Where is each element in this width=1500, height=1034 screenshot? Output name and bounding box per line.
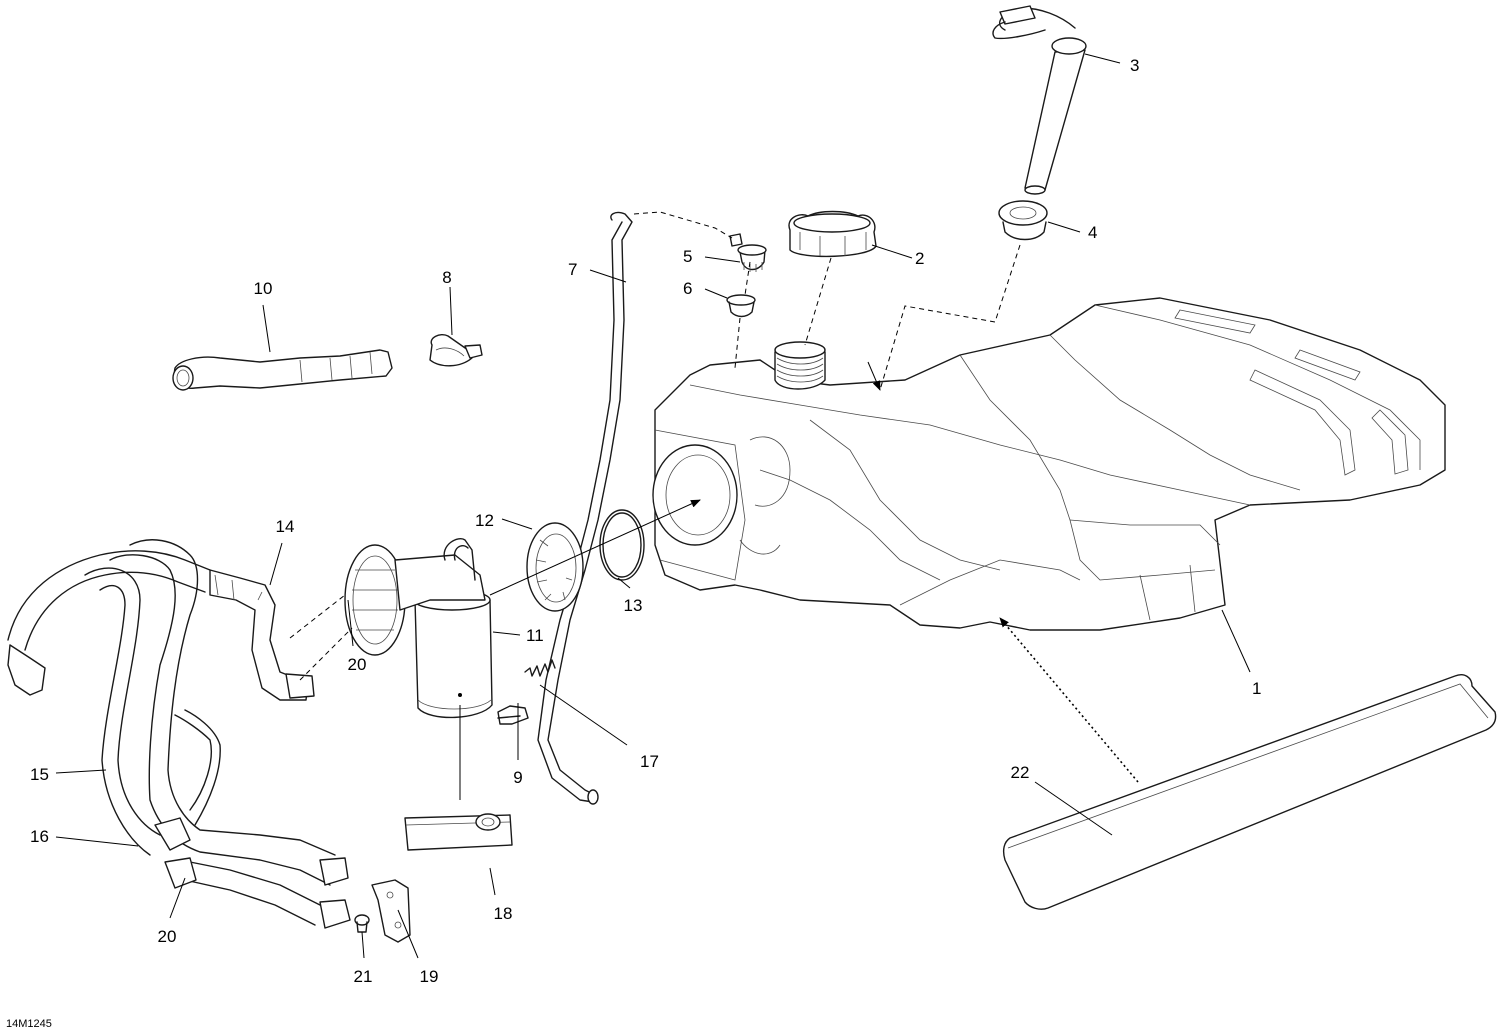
callout-20-pump: 20 — [348, 655, 367, 674]
callout-9: 9 — [513, 768, 522, 787]
callout-6: 6 — [683, 279, 692, 298]
callout-15: 15 — [30, 765, 49, 784]
fuel-return-hose — [84, 567, 351, 929]
fuel-level-sender — [992, 5, 1087, 195]
callout-labels: 1 2 3 4 5 6 7 8 9 10 11 12 13 14 15 16 1… — [30, 56, 1261, 986]
callout-1: 1 — [1252, 679, 1261, 698]
pre-filter — [404, 813, 513, 851]
fuel-fitting — [497, 705, 529, 725]
callout-19: 19 — [420, 967, 439, 986]
callout-21: 21 — [354, 967, 373, 986]
callout-20-hose: 20 — [158, 927, 177, 946]
callout-3: 3 — [1130, 56, 1139, 75]
fuel-tank — [652, 297, 1446, 631]
o-ring — [599, 509, 645, 581]
bracket — [371, 879, 411, 943]
callout-14: 14 — [276, 517, 295, 536]
callout-17: 17 — [640, 752, 659, 771]
vent-valve — [729, 233, 767, 272]
fuel-pump — [344, 538, 493, 719]
filler-hose — [172, 349, 393, 391]
callout-22: 22 — [1011, 763, 1030, 782]
grommet — [998, 200, 1048, 241]
locking-ring — [526, 522, 584, 612]
hose-clamp — [429, 334, 483, 367]
callout-8: 8 — [442, 268, 451, 287]
leader-lines — [55, 53, 1251, 959]
callout-16: 16 — [30, 827, 49, 846]
vent-tube — [537, 211, 633, 805]
screw — [354, 914, 370, 933]
callout-13: 13 — [624, 596, 643, 615]
callout-18: 18 — [494, 904, 513, 923]
tank-pad — [1002, 674, 1497, 910]
callout-10: 10 — [254, 279, 273, 298]
callout-12: 12 — [475, 511, 494, 530]
callout-5: 5 — [683, 247, 692, 266]
spring — [524, 659, 556, 677]
callout-2: 2 — [915, 249, 924, 268]
callout-11: 11 — [526, 626, 544, 645]
drawing-id: 14M1245 — [6, 1018, 52, 1030]
pump-outlet-hose — [209, 569, 315, 701]
fuel-supply-hose — [7, 539, 336, 886]
callout-4: 4 — [1088, 223, 1097, 242]
vent-grommet — [726, 294, 756, 318]
assembly-lines — [289, 211, 1139, 783]
callout-7: 7 — [568, 260, 577, 279]
fuel-cap — [788, 210, 877, 258]
